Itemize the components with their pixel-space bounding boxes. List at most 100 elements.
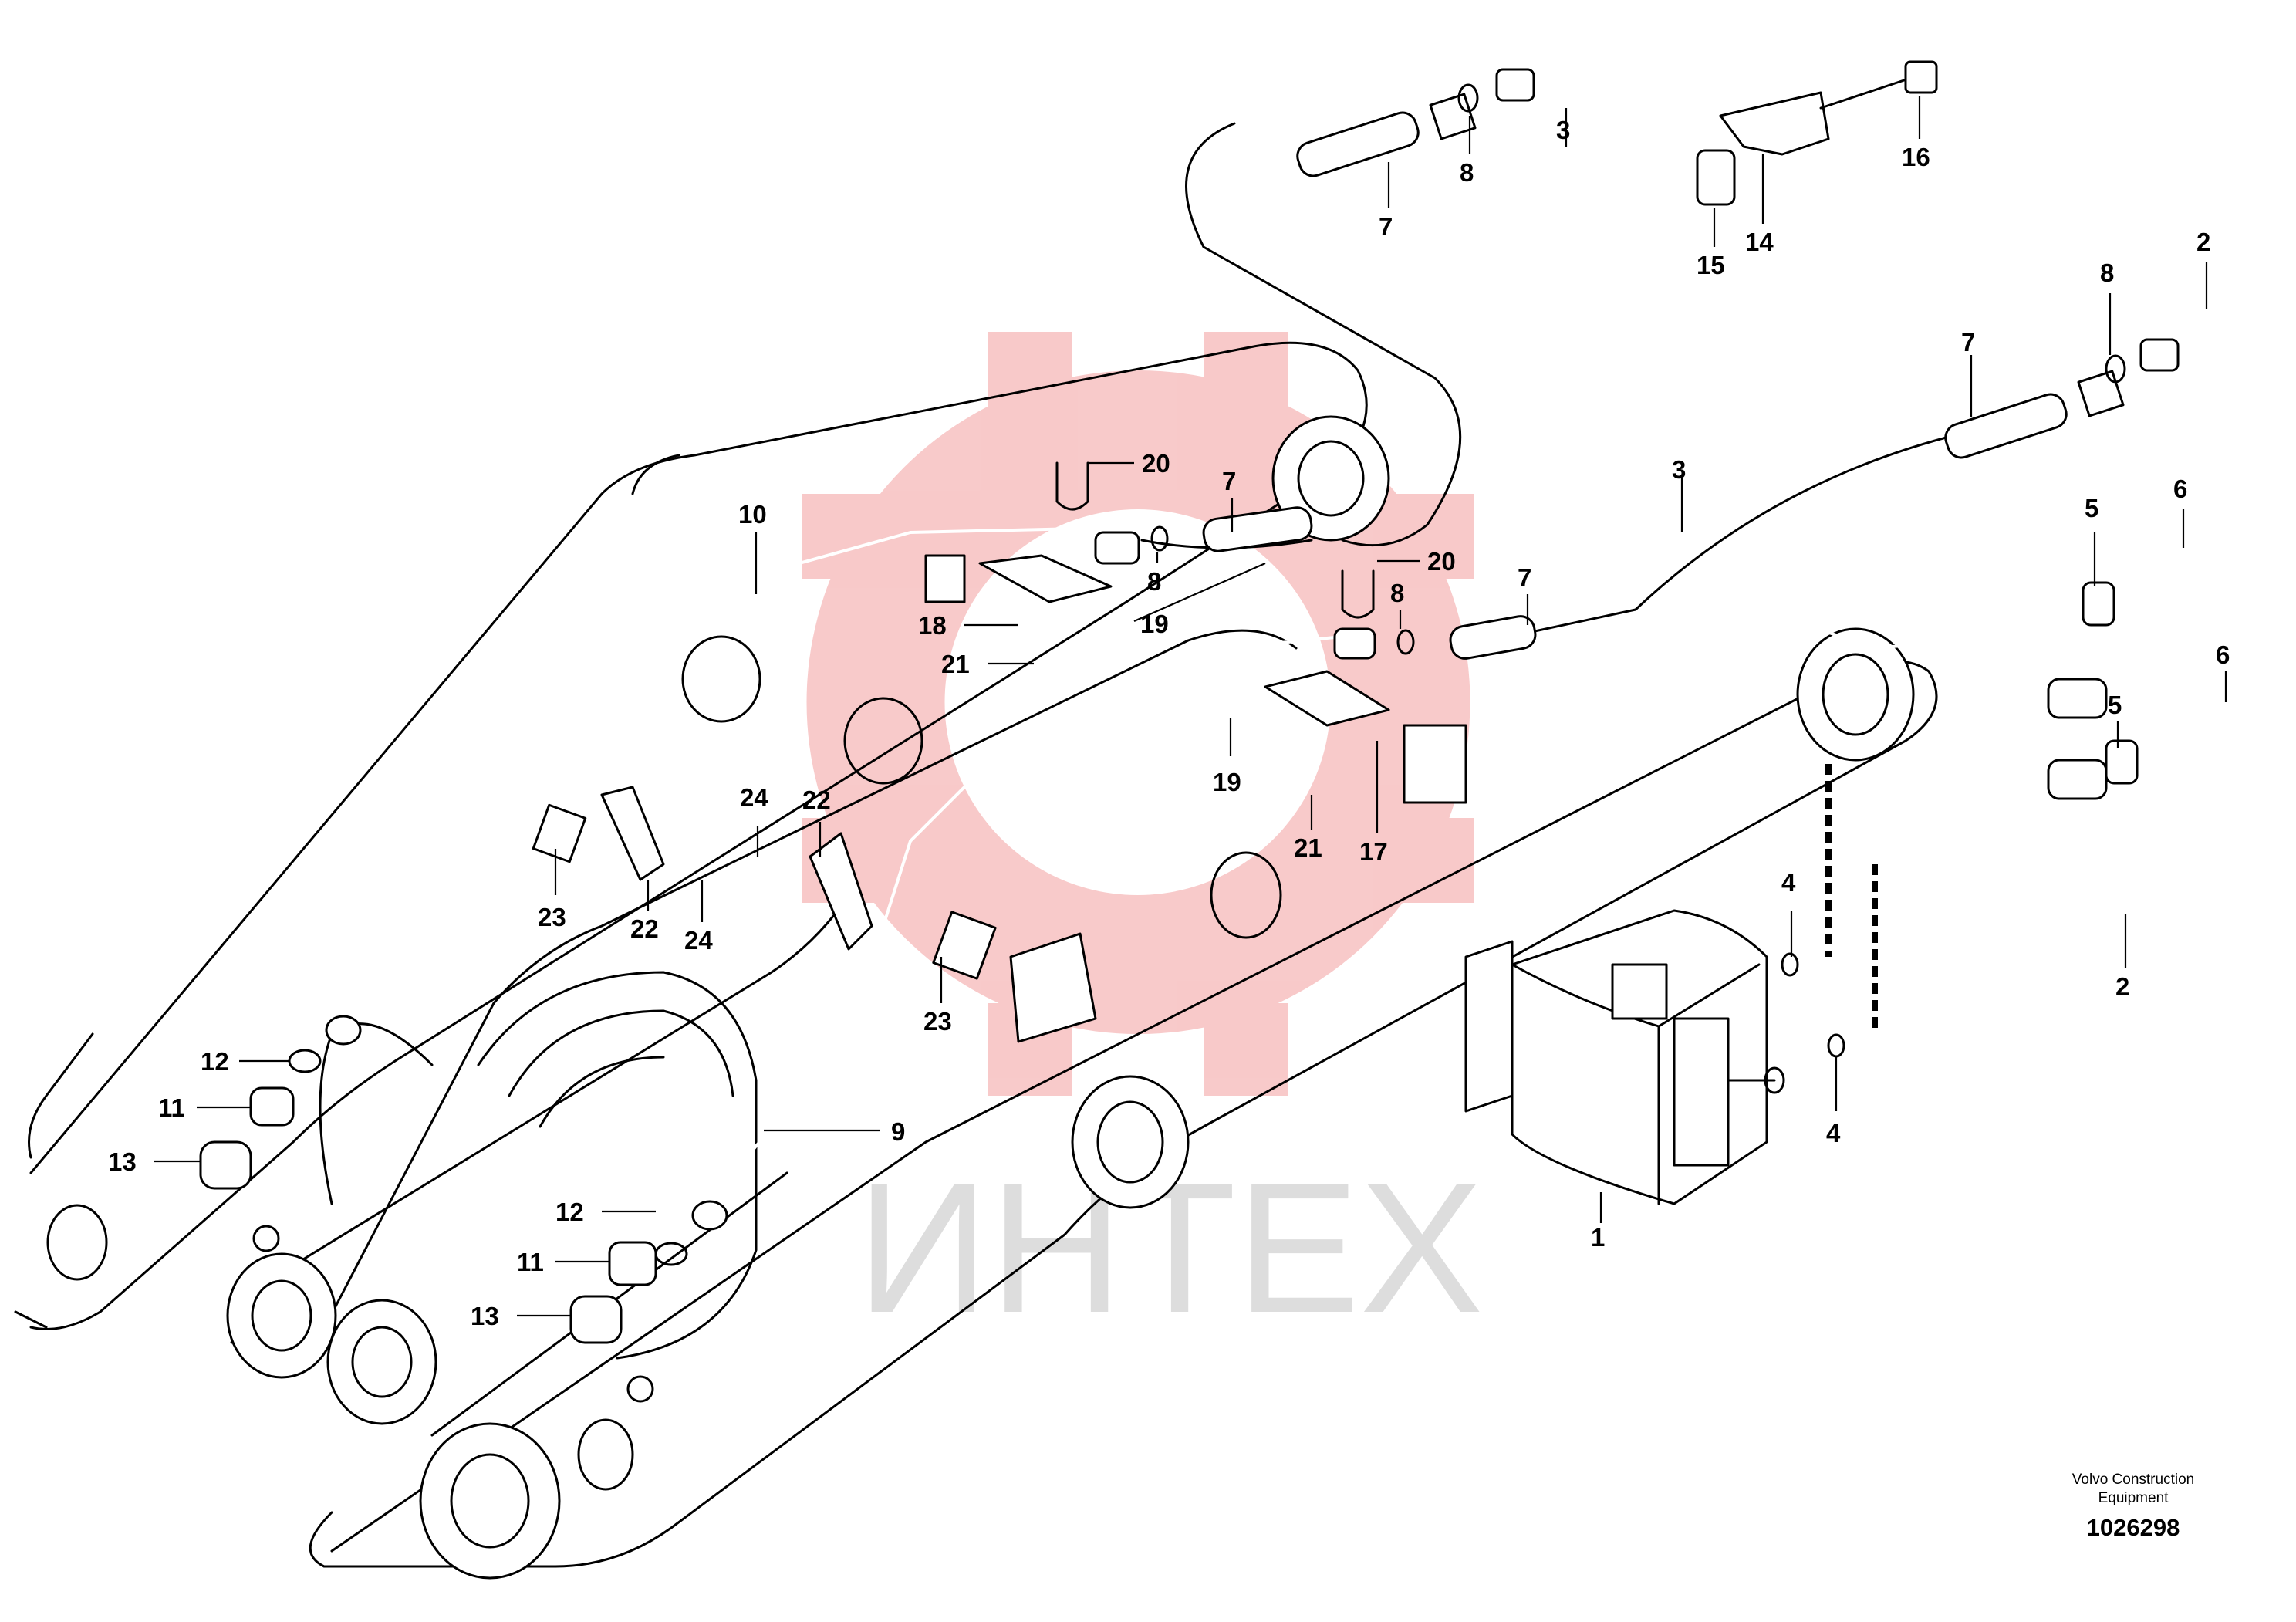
callout-24-left: 24 bbox=[740, 783, 768, 857]
svg-text:17: 17 bbox=[1359, 837, 1388, 866]
svg-text:8: 8 bbox=[1460, 158, 1474, 187]
svg-text:1: 1 bbox=[1591, 1223, 1605, 1252]
svg-text:19: 19 bbox=[1140, 610, 1169, 638]
callout-8-lower: 8 bbox=[1390, 579, 1404, 629]
callout-7-top: 7 bbox=[1379, 162, 1393, 241]
svg-text:19: 19 bbox=[1213, 768, 1241, 796]
svg-text:3: 3 bbox=[1672, 455, 1686, 484]
callout-7-lower: 7 bbox=[1518, 563, 1531, 625]
svg-text:21: 21 bbox=[941, 650, 970, 678]
brand-line-2: Equipment bbox=[2098, 1490, 2169, 1506]
link-end bbox=[419, 1422, 561, 1580]
brand-line-1: Volvo Construction bbox=[2072, 1472, 2194, 1488]
callout-8-top: 8 bbox=[1460, 116, 1474, 187]
svg-text:23: 23 bbox=[538, 903, 566, 931]
link-end bbox=[326, 1299, 437, 1425]
callout-12-upper: 12 bbox=[201, 1047, 289, 1076]
svg-text:7: 7 bbox=[1961, 328, 1975, 357]
callout-12-lower: 12 bbox=[555, 1198, 656, 1226]
svg-text:14: 14 bbox=[1745, 228, 1774, 256]
pivot-bushing bbox=[1071, 1075, 1190, 1209]
svg-text:10: 10 bbox=[738, 500, 767, 529]
hydraulic-lines bbox=[330, 29, 2254, 1213]
svg-text:7: 7 bbox=[1379, 212, 1393, 241]
boom-assembly bbox=[14, 341, 1938, 1580]
callout-2-lower: 2 bbox=[2115, 914, 2129, 1001]
svg-text:6: 6 bbox=[2173, 475, 2187, 503]
svg-text:5: 5 bbox=[2085, 494, 2098, 522]
svg-text:11: 11 bbox=[517, 1248, 544, 1276]
callout-10: 10 bbox=[738, 500, 767, 594]
callout-13-lower: 13 bbox=[471, 1302, 571, 1330]
valve-block bbox=[1464, 909, 1845, 1205]
svg-text:11: 11 bbox=[158, 1093, 185, 1122]
callout-21-lower: 21 bbox=[1294, 795, 1322, 862]
pivot-bushing bbox=[1796, 627, 1915, 762]
callout-24-right: 24 bbox=[684, 880, 713, 955]
callout-22-left: 22 bbox=[630, 880, 659, 943]
svg-text:24: 24 bbox=[684, 926, 713, 955]
svg-text:5: 5 bbox=[2108, 691, 2122, 719]
callout-21-upper: 21 bbox=[941, 650, 1034, 678]
svg-text:18: 18 bbox=[918, 611, 947, 640]
callout-1: 1 bbox=[1591, 1192, 1605, 1252]
callout-23-left: 23 bbox=[538, 849, 566, 931]
callout-group: 1 2 2 3 3 4 4 5 bbox=[108, 96, 2230, 1330]
link-end bbox=[226, 1252, 337, 1379]
callout-3-upper: 3 bbox=[1556, 108, 1570, 147]
callout-7-right: 7 bbox=[1961, 328, 1975, 417]
svg-text:16: 16 bbox=[1902, 143, 1930, 171]
callout-11-lower: 11 bbox=[517, 1248, 609, 1276]
callout-11-upper: 11 bbox=[158, 1093, 251, 1122]
callout-18: 18 bbox=[918, 611, 1018, 640]
svg-text:3: 3 bbox=[1556, 116, 1570, 144]
svg-text:6: 6 bbox=[2216, 640, 2230, 669]
callout-20-lower: 20 bbox=[1377, 547, 1456, 576]
svg-text:8: 8 bbox=[1147, 567, 1161, 596]
fittings bbox=[199, 60, 2180, 1403]
callout-7-middle: 7 bbox=[1222, 467, 1236, 532]
callout-20-upper: 20 bbox=[1088, 449, 1170, 478]
svg-text:20: 20 bbox=[1427, 547, 1456, 576]
svg-text:12: 12 bbox=[555, 1198, 584, 1226]
svg-text:20: 20 bbox=[1142, 449, 1170, 478]
callout-23-middle: 23 bbox=[923, 957, 952, 1036]
svg-text:8: 8 bbox=[1390, 579, 1404, 607]
svg-text:12: 12 bbox=[201, 1047, 229, 1076]
callout-6-upper: 6 bbox=[2173, 475, 2187, 548]
svg-text:9: 9 bbox=[891, 1117, 905, 1146]
svg-text:2: 2 bbox=[2115, 972, 2129, 1001]
callout-3-middle: 3 bbox=[1672, 455, 1686, 532]
svg-text:13: 13 bbox=[471, 1302, 499, 1330]
callout-8-middle: 8 bbox=[1147, 552, 1161, 596]
callout-15: 15 bbox=[1697, 208, 1725, 279]
callout-19-lower: 19 bbox=[1213, 718, 1241, 796]
callout-6-lower: 6 bbox=[2216, 640, 2230, 702]
svg-text:13: 13 bbox=[108, 1147, 137, 1176]
svg-text:22: 22 bbox=[802, 786, 831, 814]
svg-text:7: 7 bbox=[1222, 467, 1236, 495]
svg-text:2: 2 bbox=[2196, 228, 2210, 256]
svg-text:23: 23 bbox=[923, 1007, 952, 1036]
svg-text:8: 8 bbox=[2100, 259, 2114, 287]
svg-text:15: 15 bbox=[1697, 251, 1725, 279]
document-number: 1026298 bbox=[2087, 1514, 2180, 1541]
callout-19-upper: 19 bbox=[1133, 562, 1266, 638]
svg-text:21: 21 bbox=[1294, 833, 1322, 862]
svg-text:4: 4 bbox=[1826, 1119, 1841, 1147]
svg-text:22: 22 bbox=[630, 914, 659, 943]
svg-text:24: 24 bbox=[740, 783, 768, 812]
callout-13-upper: 13 bbox=[108, 1147, 201, 1176]
callout-14: 14 bbox=[1745, 154, 1774, 256]
callout-22-middle: 22 bbox=[802, 786, 831, 857]
callout-5-lower: 5 bbox=[2108, 691, 2122, 748]
callout-16: 16 bbox=[1902, 96, 1930, 171]
callout-9: 9 bbox=[764, 1117, 905, 1146]
callout-8-right: 8 bbox=[2100, 259, 2114, 355]
callout-2-upper: 2 bbox=[2196, 228, 2210, 309]
callout-4-lower: 4 bbox=[1826, 1057, 1841, 1147]
svg-text:7: 7 bbox=[1518, 563, 1531, 592]
callout-5-upper: 5 bbox=[2085, 494, 2098, 586]
callout-17: 17 bbox=[1359, 741, 1388, 866]
